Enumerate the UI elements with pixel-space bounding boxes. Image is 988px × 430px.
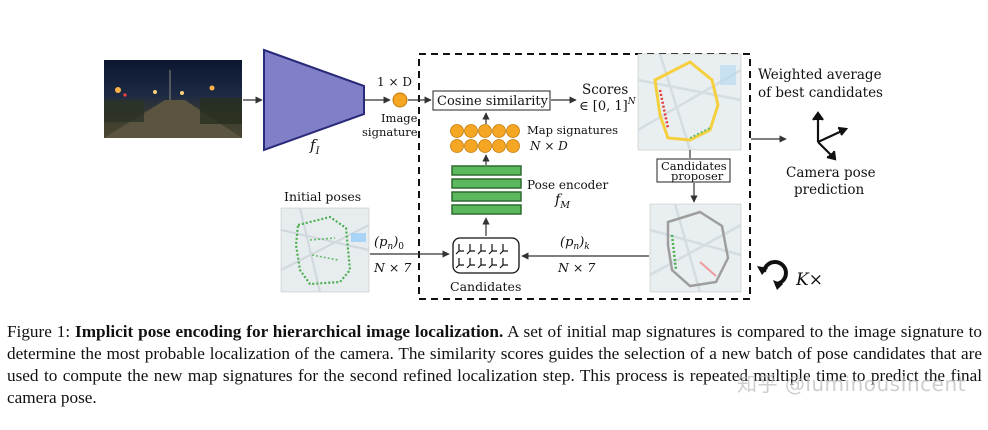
input-street-image [104,60,242,138]
camera-pose-line2: prediction [794,182,864,198]
candidates-poses-symbol: (pn)k [560,235,590,252]
image-signature-label-1: Image [381,111,418,125]
candidates-poses-dim: N × 7 [557,260,595,275]
initial-poses-dim: N × 7 [373,260,411,275]
initial-poses-label: Initial poses [284,189,361,204]
camera-pose-axes-icon [813,113,846,159]
watermark-text: 知乎 @luminousIncent [737,368,966,397]
candidates-proposer-line2: proposer [671,169,724,183]
map-signatures-dim: N × D [529,139,568,153]
weighted-average-line2: of best candidates [758,85,883,101]
pose-encoder-stack [452,166,521,214]
pose-encoder-label: Pose encoder [527,178,608,192]
candidates-box [453,238,519,273]
initial-poses-symbol: (pn)0 [374,235,404,252]
repeat-cycle-icon [757,262,786,290]
image-encoder-shape [264,50,364,150]
repeat-label: K× [795,270,823,290]
initial-poses-map [281,208,369,292]
caption-title: Implicit pose encoding for hierarchical … [75,322,503,341]
pipeline-figure: fI 1 × D Image signature Cosine similari… [0,0,988,300]
cosine-similarity-label: Cosine similarity [437,94,549,109]
image-dim-label: 1 × D [377,75,412,89]
scores-map [638,54,741,150]
caption-prefix: Figure 1: [7,322,75,341]
scores-range: ∈ [0, 1]N [579,97,637,114]
map-signatures-dots [451,125,520,153]
scores-label: Scores [582,82,628,98]
pose-encoder-symbol: fM [554,192,570,211]
camera-pose-line1: Camera pose [786,165,876,181]
map-signatures-label: Map signatures [527,123,618,137]
candidates-label: Candidates [450,279,521,294]
image-encoder-label: fI [309,136,321,157]
weighted-average-line1: Weighted average [758,67,882,83]
image-signature-label-2: signature [362,125,418,139]
image-signature-dot [393,93,407,107]
candidates-map [650,204,741,292]
